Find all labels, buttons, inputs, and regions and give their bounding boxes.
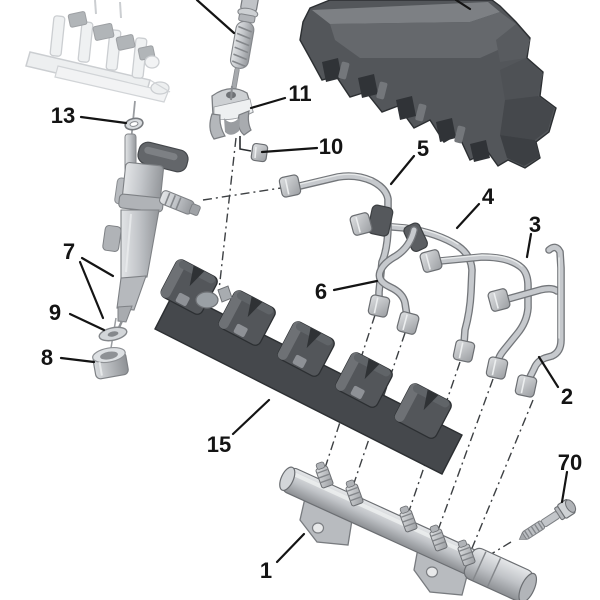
assembly-overview-thumbnail (25, 0, 171, 103)
injector-cover (154, 259, 463, 475)
high-pressure-pipe-6 (375, 226, 418, 320)
high-pressure-pipes (278, 172, 565, 398)
callout-7: 7 (63, 239, 75, 264)
fuel-injector (102, 133, 201, 333)
leader-11 (249, 96, 287, 110)
callout-6: 6 (315, 279, 327, 304)
callout-70: 70 (558, 450, 582, 475)
callout-labels: 1 2 3 4 5 6 7 8 9 10 11 13 15 70 (41, 81, 582, 583)
rail-mounting-screw (518, 499, 577, 540)
callout-8: 8 (41, 345, 53, 370)
leader-1 (275, 532, 306, 564)
clamp-screw (229, 0, 259, 100)
nut-position-line (239, 136, 252, 152)
injector-sealing-washer (98, 326, 128, 342)
leader-7b (78, 260, 105, 320)
leader-70 (560, 470, 569, 504)
callout-9: 9 (49, 300, 61, 325)
leader-15 (231, 398, 271, 436)
leader-offscreen-cover (454, 0, 472, 11)
leader-8 (59, 356, 96, 364)
high-pressure-pipe-2 (504, 243, 565, 383)
fuel-rail (279, 461, 538, 600)
high-pressure-pipe-5 (296, 172, 392, 304)
leader-13 (79, 115, 128, 125)
callout-5: 5 (417, 136, 429, 161)
callout-15: 15 (207, 432, 231, 457)
callout-1: 1 (260, 558, 272, 583)
pipe-nut (250, 142, 269, 163)
leader-offscreen-top (195, 0, 236, 35)
callout-4: 4 (482, 184, 495, 209)
callout-2: 2 (561, 384, 573, 409)
callout-leaders (59, 0, 569, 564)
cylinder-head-cover (299, 0, 557, 169)
leader-9 (68, 312, 106, 332)
pipe-clip (367, 204, 394, 237)
leader-6 (332, 279, 379, 292)
callout-3: 3 (529, 212, 541, 237)
callout-10: 10 (319, 134, 343, 159)
injector-clamp (209, 85, 254, 140)
leader-5 (389, 154, 416, 186)
leader-4 (455, 202, 481, 230)
rail-outlet-ports (315, 461, 476, 567)
callout-13: 13 (51, 103, 75, 128)
leader-7a (80, 256, 115, 278)
injector-inlet-port (159, 190, 201, 216)
leader-3 (525, 232, 533, 259)
leader-2 (537, 355, 560, 389)
callout-11: 11 (288, 81, 311, 106)
leader-10 (260, 146, 319, 154)
protection-cap (92, 346, 129, 380)
pipe-union-nuts (278, 174, 538, 398)
